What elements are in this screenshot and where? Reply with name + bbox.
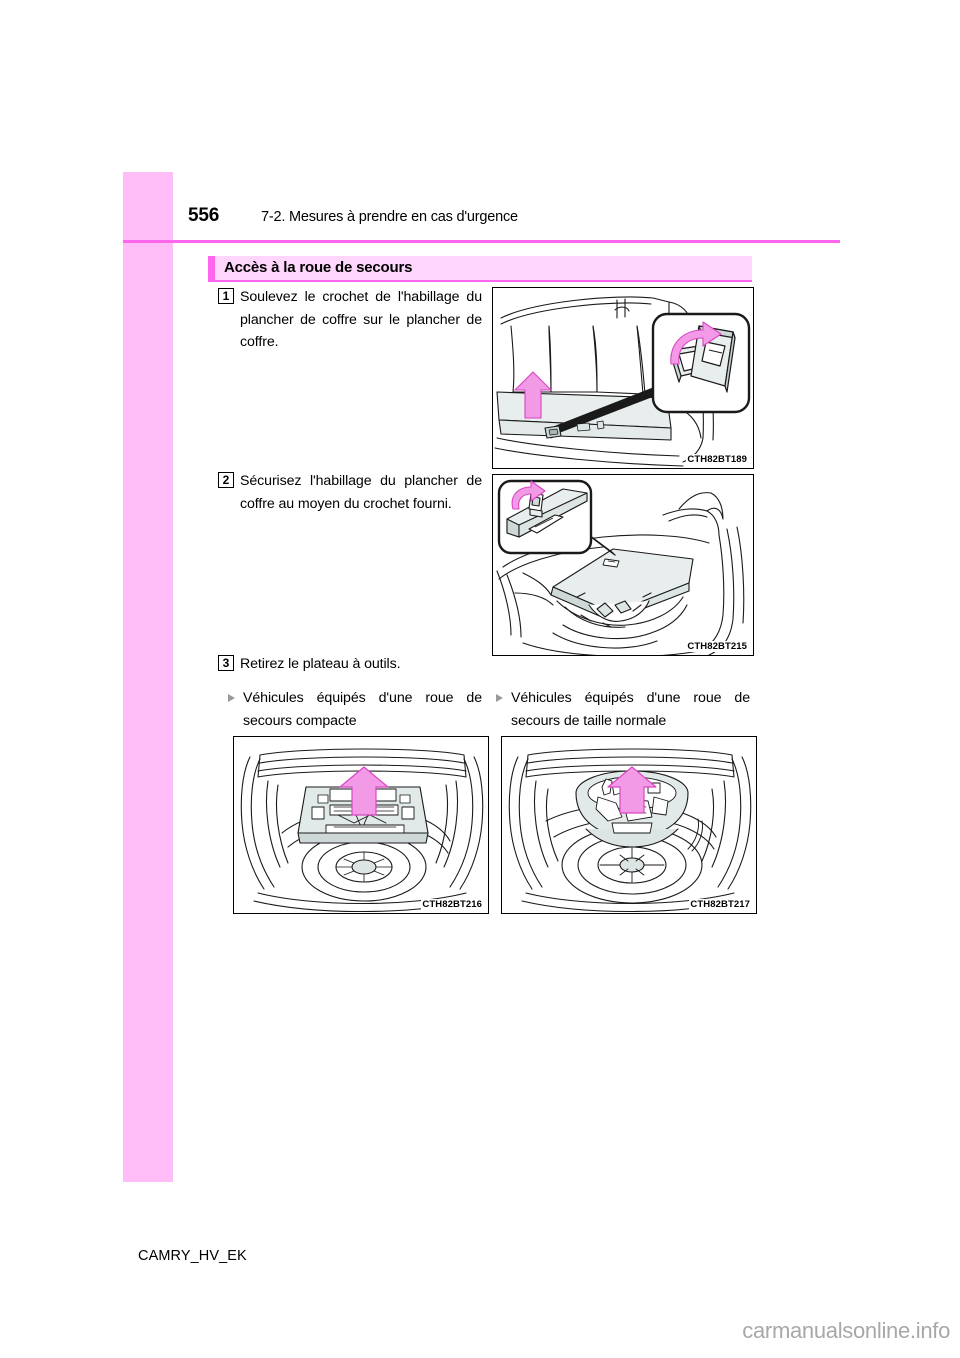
variant-label-fullsize-text: Véhicules équipés d'une roue de secours … [511, 690, 750, 729]
page-number: 556 [188, 205, 220, 226]
figure-compact-spare: CTH82BT216 [233, 736, 489, 914]
bullet-triangle-icon [228, 694, 235, 702]
header-divider [123, 240, 840, 243]
trunk-floor-hook-illustration [494, 296, 751, 467]
page-header: 556 7-2. Mesures à prendre en cas d'urge… [173, 205, 840, 245]
step-text-3: Retirez le plateau à outils. [240, 656, 401, 672]
figure-code-3: CTH82BT216 [421, 899, 483, 910]
step-text-2: Sécurisez l'habillage du plancher de cof… [240, 473, 482, 512]
pink-up-arrow [339, 766, 389, 816]
figure-step-1: CTH82BT189 [492, 287, 754, 469]
section-accent-bar [208, 256, 215, 280]
figure-code-2: CTH82BT215 [686, 641, 748, 652]
fullsize-spare-tool-case-illustration [508, 748, 752, 913]
page-edge-tab [123, 172, 173, 1182]
figure-code-4: CTH82BT217 [689, 899, 751, 910]
section-heading: Accès à la roue de secours [208, 256, 752, 282]
compact-spare-tool-tray-illustration [240, 748, 484, 913]
figure-fullsize-spare: CTH82BT217 [501, 736, 757, 914]
step-number-2: 2 [218, 472, 234, 488]
variant-label-compact-text: Véhicules équipés d'une roue de secours … [243, 690, 482, 729]
step-number-1: 1 [218, 288, 234, 304]
section-heading-label: Accès à la roue de secours [224, 259, 413, 276]
pink-up-arrow [513, 371, 553, 419]
pink-up-arrow [607, 766, 657, 814]
step-number-3: 3 [218, 655, 234, 671]
figure-code-1: CTH82BT189 [686, 454, 748, 465]
page-title: 7-2. Mesures à prendre en cas d'urgence [261, 209, 518, 225]
figure-step-2: CTH82BT215 [492, 474, 754, 656]
step-text-1: Soulevez le crochet de l'habillage du pl… [240, 289, 482, 350]
footer-document-code: CAMRY_HV_EK [138, 1248, 247, 1264]
trunk-cover-secured-illustration [496, 479, 745, 655]
bullet-triangle-icon [496, 694, 503, 702]
watermark-text: carmanualsonline.info [742, 1318, 950, 1343]
